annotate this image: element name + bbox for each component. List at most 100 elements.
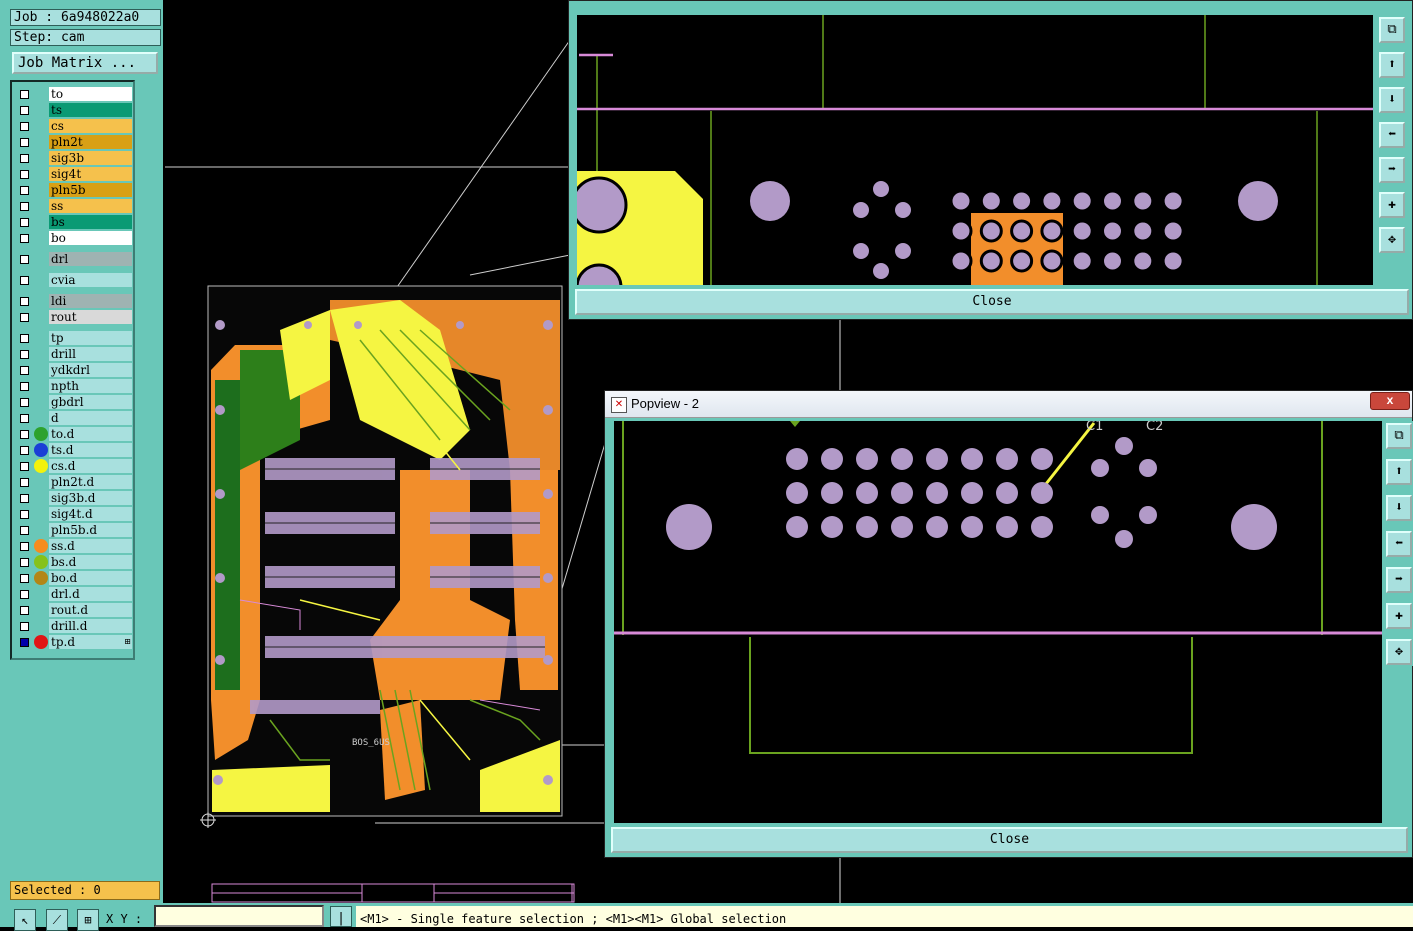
layer-checkbox[interactable] — [20, 430, 29, 439]
layer-name[interactable]: rout.d — [49, 603, 132, 617]
layer-row-ldi[interactable]: ldi — [17, 294, 134, 309]
layer-name[interactable]: cvia — [49, 273, 132, 287]
pv-pan-down-icon[interactable]: ⬇ — [1379, 87, 1405, 113]
popview-bottom-titlebar[interactable]: ✕ Popview - 2 x — [605, 391, 1412, 418]
layer-checkbox[interactable] — [20, 366, 29, 375]
pad[interactable] — [979, 249, 1003, 273]
layer-checkbox[interactable] — [20, 478, 29, 487]
popview-bottom-close-button[interactable]: Close — [611, 827, 1408, 853]
layer-row-drill[interactable]: drill — [17, 347, 134, 362]
layer-name[interactable]: ss.d — [49, 539, 132, 553]
pad[interactable] — [1131, 219, 1155, 243]
popview-window-bottom[interactable]: ✕ Popview - 2 x C1 C2 ⧉ — [604, 390, 1413, 858]
layer-row-d[interactable]: d — [17, 411, 134, 426]
layer-name[interactable]: cs — [49, 119, 132, 133]
layer-checkbox[interactable] — [20, 276, 29, 285]
layer-checkbox[interactable] — [20, 462, 29, 471]
layer-checkbox[interactable] — [20, 350, 29, 359]
pad[interactable] — [996, 516, 1018, 538]
layer-name[interactable]: pln5b — [49, 183, 132, 197]
layer-row-ydkdrl[interactable]: ydkdrl — [17, 363, 134, 378]
layer-name[interactable]: pln5b.d — [49, 523, 132, 537]
layer-row-cs[interactable]: cs — [17, 119, 134, 134]
layer-name[interactable]: ydkdrl — [49, 363, 132, 377]
layer-checkbox[interactable] — [20, 154, 29, 163]
pad[interactable] — [1161, 219, 1185, 243]
pad[interactable] — [1101, 219, 1124, 243]
layer-row-drill-d[interactable]: drill.d — [17, 619, 134, 634]
layer-row-rout[interactable]: rout — [17, 310, 134, 325]
layer-checkbox[interactable] — [20, 106, 29, 115]
layer-name[interactable]: drill — [49, 347, 132, 361]
layer-checkbox[interactable] — [20, 638, 29, 647]
pad[interactable] — [1070, 219, 1094, 243]
layer-checkbox[interactable] — [20, 510, 29, 519]
layer-name[interactable]: npth — [49, 379, 132, 393]
layer-expand-icon[interactable]: ⊞ — [124, 637, 131, 646]
layer-row-pln5b-d[interactable]: pln5b.d — [17, 523, 134, 538]
layer-row-sig4t-d[interactable]: sig4t.d — [17, 507, 134, 522]
layer-row-cvia[interactable]: cvia — [17, 273, 134, 288]
pad[interactable] — [1010, 189, 1034, 213]
grid-icon[interactable]: ⊞ — [77, 909, 99, 931]
pad[interactable] — [1040, 249, 1064, 273]
layer-name[interactable]: cs.d — [49, 459, 132, 473]
layer-name[interactable]: bs — [49, 215, 132, 229]
layer-name[interactable]: to — [49, 87, 132, 101]
layer-row-pln5b[interactable]: pln5b — [17, 183, 134, 198]
pad[interactable] — [926, 516, 948, 538]
popview-top-canvas[interactable] — [577, 15, 1373, 285]
layer-row-bo[interactable]: bo — [17, 231, 134, 246]
pad[interactable] — [979, 219, 1003, 243]
layer-name[interactable]: drl.d — [49, 587, 132, 601]
layer-list-scroll-area[interactable] — [137, 80, 161, 880]
layer-checkbox[interactable] — [20, 122, 29, 131]
layer-checkbox[interactable] — [20, 202, 29, 211]
pad[interactable] — [1131, 249, 1155, 273]
layer-row-gbdrl[interactable]: gbdrl — [17, 395, 134, 410]
pad[interactable] — [786, 516, 808, 538]
layer-row-ts[interactable]: ts — [17, 103, 134, 118]
layer-row-tp-d[interactable]: tp.d⊞ — [17, 635, 134, 650]
select-arrow-icon[interactable]: ↖ — [14, 909, 36, 931]
layer-row-drl[interactable]: drl — [17, 252, 134, 267]
measure-icon[interactable]: ⟋ — [46, 909, 68, 931]
layer-row-pln2t-d[interactable]: pln2t.d — [17, 475, 134, 490]
pad[interactable] — [926, 448, 948, 470]
layer-checkbox[interactable] — [20, 138, 29, 147]
layer-name[interactable]: tp — [49, 331, 132, 345]
layer-name[interactable]: pln2t — [49, 135, 132, 149]
layer-name[interactable]: sig4t.d — [49, 507, 132, 521]
pad[interactable] — [1161, 249, 1185, 273]
layer-checkbox[interactable] — [20, 606, 29, 615]
pv-zoom-out-icon[interactable]: ✥ — [1379, 227, 1405, 253]
layer-row-bs[interactable]: bs — [17, 215, 134, 230]
layer-row-npth[interactable]: npth — [17, 379, 134, 394]
layer-checkbox[interactable] — [20, 446, 29, 455]
pad[interactable] — [1010, 249, 1034, 273]
pad[interactable] — [949, 219, 973, 243]
layer-row-drl-d[interactable]: drl.d — [17, 587, 134, 602]
layer-name[interactable]: rout — [49, 310, 132, 324]
pcb-board[interactable]: BOS_6US — [200, 285, 563, 828]
popview-window-top[interactable]: ⧉ ⬆ ⬇ ⬅ ➡ ✚ ✥ Close — [568, 0, 1413, 320]
pad[interactable] — [786, 448, 808, 470]
pad[interactable] — [1031, 448, 1053, 470]
layer-name[interactable]: sig4t — [49, 167, 132, 181]
layer-checkbox[interactable] — [20, 234, 29, 243]
layer-checkbox[interactable] — [20, 574, 29, 583]
pad[interactable] — [949, 249, 973, 273]
layer-name[interactable]: d — [49, 411, 132, 425]
layer-row-tp[interactable]: tp — [17, 331, 134, 346]
layer-name[interactable]: to.d — [49, 427, 132, 441]
layer-row-sig4t[interactable]: sig4t — [17, 167, 134, 182]
layer-checkbox[interactable] — [20, 542, 29, 551]
layer-name[interactable]: ldi — [49, 294, 132, 308]
layer-name[interactable]: sig3b — [49, 151, 132, 165]
layer-row-ss-d[interactable]: ss.d — [17, 539, 134, 554]
layer-checkbox[interactable] — [20, 622, 29, 631]
pv-pan-up-icon[interactable]: ⬆ — [1379, 52, 1405, 78]
layer-row-to[interactable]: to — [17, 87, 134, 102]
layer-row-ss[interactable]: ss — [17, 199, 134, 214]
layer-row-sig3b[interactable]: sig3b — [17, 151, 134, 166]
